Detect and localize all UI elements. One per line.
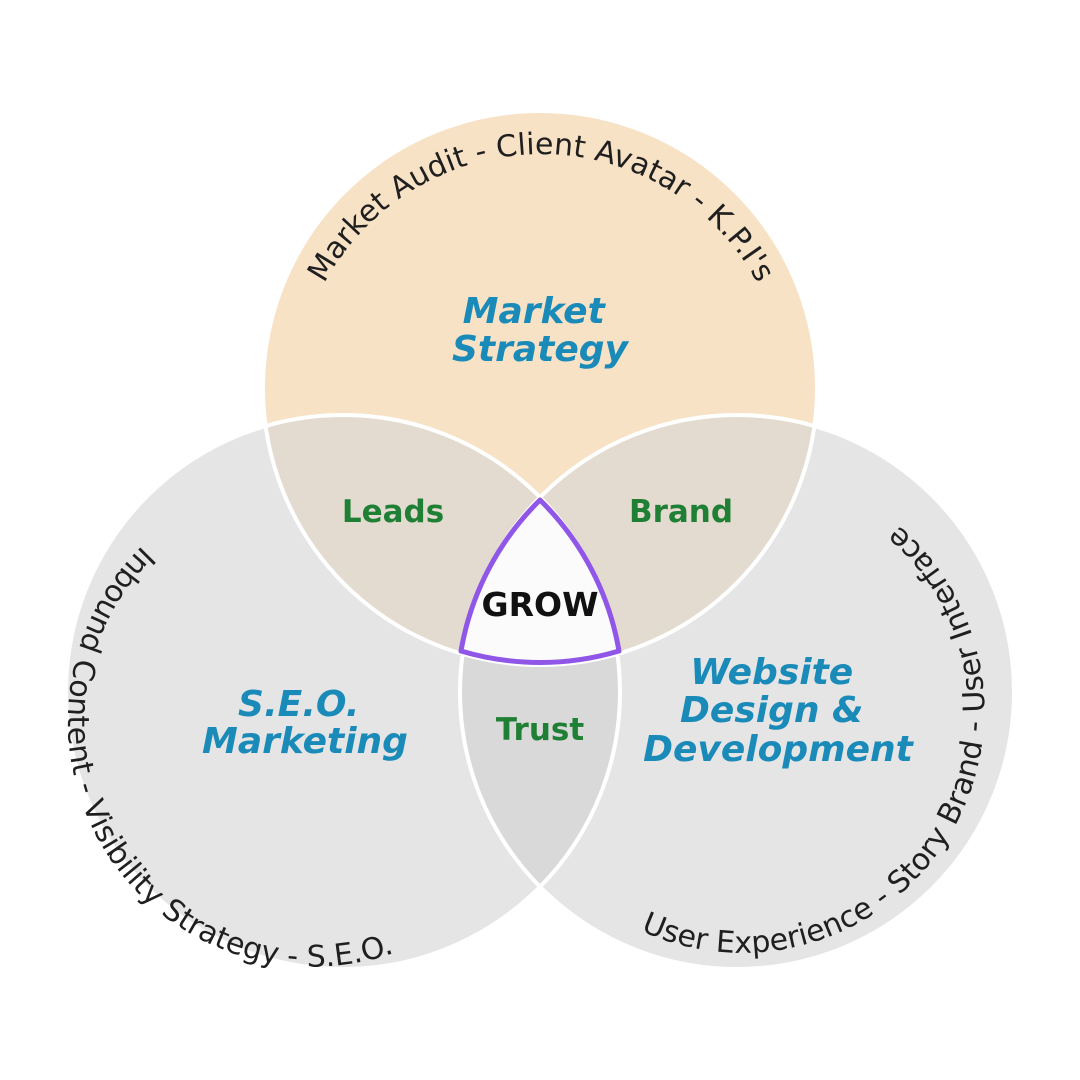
market-strategy-title: Market Strategy <box>452 291 630 370</box>
overlap-label-leads: Leads <box>342 494 444 530</box>
circle-outlines <box>64 109 1016 971</box>
overlap-label-brand: Brand <box>629 494 733 530</box>
seo-marketing-title: S.E.O. Marketing <box>202 684 408 762</box>
center-region <box>458 497 622 666</box>
overlap-region-brand <box>460 415 817 665</box>
center-label-grow: GROW <box>482 585 599 624</box>
overlap-region-leads <box>263 415 620 665</box>
overlap-label-trust: Trust <box>496 712 585 748</box>
website-design-title: Website Design & Development <box>643 652 915 770</box>
